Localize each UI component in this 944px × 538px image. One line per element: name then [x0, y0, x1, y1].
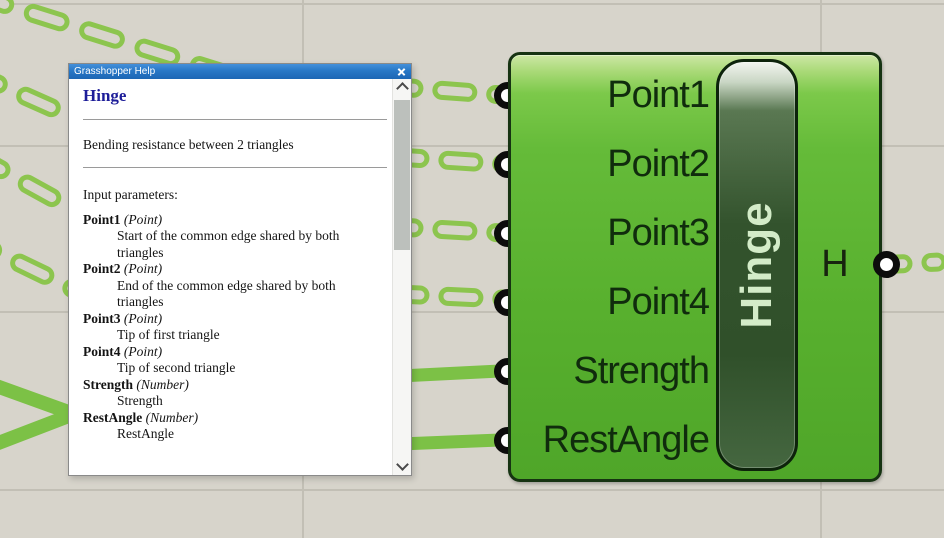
wire-input-point1 [388, 77, 513, 105]
param-desc: End of the common edge shared by both tr… [117, 277, 336, 310]
chevron-up-icon [396, 82, 409, 95]
param-name: RestAngle [83, 409, 143, 425]
input-label-point3: Point3 [607, 212, 710, 254]
scrollbar[interactable] [392, 79, 411, 475]
wire-solid [0, 379, 81, 421]
param-desc: Tip of second triangle [117, 360, 236, 375]
grasshopper-help-window: Grasshopper Help Hinge Bending resistanc… [68, 63, 412, 476]
divider [83, 167, 387, 168]
grid-line-horizontal [0, 3, 944, 5]
param-entry: Point2 (Point) End of the common edge sh… [83, 261, 393, 311]
param-name: Point2 [83, 261, 121, 276]
help-heading: Hinge [83, 86, 127, 105]
wire-dashed [0, 74, 98, 134]
param-entry: Point4 (Point) Tip of second triangle [83, 344, 393, 377]
param-name: Strength [83, 376, 134, 392]
wire-input-point2 [388, 147, 513, 174]
output-port-h[interactable] [873, 251, 900, 278]
param-name: Point1 [83, 211, 121, 227]
hinge-component[interactable]: Point1 Point2 Point3 Point4 Strength Res… [508, 52, 882, 482]
help-summary: Bending resistance between 2 triangles [83, 136, 294, 152]
wire-input-strength [393, 364, 507, 383]
param-desc: Strength [117, 393, 163, 408]
grid-line-horizontal [0, 145, 944, 147]
param-entry: RestAngle (Number) RestAngle [83, 410, 393, 443]
param-entry: Point3 (Point) Tip of first triangle [83, 311, 393, 344]
input-label-strength: Strength [573, 350, 710, 392]
component-name-capsule[interactable]: Hinge [716, 59, 798, 471]
grid-line-horizontal [0, 311, 944, 313]
param-type: (Point) [123, 310, 163, 326]
output-label-h: H [821, 243, 849, 285]
param-desc: Tip of first triangle [117, 327, 220, 342]
wire-input-restangle [393, 433, 507, 451]
param-type: (Number) [145, 409, 199, 425]
param-type: (Point) [123, 343, 163, 359]
input-label-restangle: RestAngle [542, 419, 710, 461]
input-label-point2: Point2 [607, 143, 710, 185]
param-desc: Start of the common edge shared by both … [117, 228, 340, 260]
param-entry: Point1 (Point) Start of the common edge … [83, 212, 393, 262]
help-section-label: Input parameters: [83, 187, 178, 202]
divider [83, 118, 387, 120]
close-icon[interactable] [396, 66, 407, 77]
component-name-label: Hinge [732, 201, 781, 329]
param-name: Point4 [83, 343, 121, 359]
param-name: Point3 [83, 310, 121, 326]
help-content: Hinge Bending resistance between 2 trian… [69, 79, 393, 475]
help-window-titlebar[interactable]: Grasshopper Help [69, 64, 411, 79]
param-type: (Point) [123, 211, 163, 227]
chevron-down-icon [396, 458, 409, 471]
wire-solid [0, 407, 81, 450]
grid-line-horizontal [0, 489, 944, 491]
param-desc: RestAngle [117, 426, 174, 441]
input-label-point1: Point1 [607, 74, 710, 116]
param-type: (Number) [136, 376, 189, 392]
scroll-up-button[interactable] [393, 79, 411, 96]
param-entry: Strength (Number) Strength [83, 377, 393, 410]
help-window-title: Grasshopper Help [74, 66, 156, 77]
param-type: (Point) [123, 261, 163, 276]
scroll-down-button[interactable] [393, 458, 411, 475]
scrollbar-thumb[interactable] [394, 100, 410, 250]
input-label-point4: Point4 [607, 281, 710, 323]
wire-input-point4 [388, 284, 513, 309]
wire-output-h [887, 252, 944, 274]
wire-input-point3 [388, 217, 513, 243]
